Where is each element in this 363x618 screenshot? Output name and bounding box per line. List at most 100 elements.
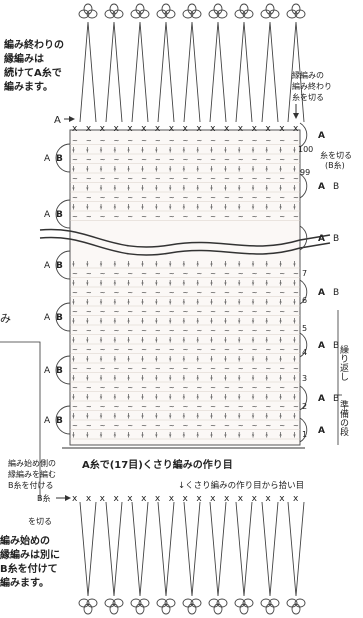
stitch-mark: ɫ [224, 166, 227, 174]
turn-arc [299, 385, 308, 411]
edging-spike [105, 501, 123, 597]
stitch-mark: ɫ [224, 394, 227, 402]
stitch-mark: ɫ [238, 318, 241, 326]
yarn-a-label: A [318, 288, 325, 298]
stitch-mark: ~ [127, 384, 133, 392]
stitch-mark: ɫ [196, 261, 199, 269]
stitch-mark: ~ [86, 175, 92, 183]
stitch-mark: ~ [113, 403, 119, 411]
stitch-mark: ɫ [72, 299, 75, 307]
top-x-mark: x [252, 124, 258, 134]
stitch-mark: ɫ [86, 432, 89, 440]
stitch-mark: ɫ [238, 432, 241, 440]
stitch-mark: ~ [113, 289, 119, 297]
stitch-mark: ~ [224, 213, 230, 221]
stitch-mark: ~ [196, 327, 202, 335]
row-100-label: 100 [298, 145, 313, 154]
stitch-mark: ~ [169, 327, 175, 335]
stitch-mark: ~ [141, 156, 147, 164]
stitch-mark: ~ [293, 156, 299, 164]
stitch-mark: ~ [86, 137, 92, 145]
stitch-mark: ɫ [113, 413, 116, 421]
svg-text:編み終わりの: 編み終わりの [4, 38, 64, 51]
stitch-mark: ɫ [100, 318, 103, 326]
svg-text:編み終わり: 編み終わり [292, 81, 332, 91]
stitch-mark: ɫ [86, 280, 89, 288]
stitch-mark: ~ [72, 289, 78, 297]
stitch-mark: ɫ [279, 375, 282, 383]
stitch-mark: ɫ [155, 166, 158, 174]
stitch-mark: ɫ [169, 204, 172, 212]
bottom-x-mark: x [86, 494, 92, 504]
row-number: 1 [302, 430, 307, 439]
row-number: 3 [302, 374, 307, 383]
stitch-mark: ɫ [210, 413, 213, 421]
stitch-mark: ɫ [169, 261, 172, 269]
stitch-mark: ɫ [210, 337, 213, 345]
stitch-mark: ~ [183, 137, 189, 145]
stitch-mark: ~ [183, 156, 189, 164]
stitch-mark: ɫ [155, 375, 158, 383]
stitch-mark: ~ [86, 308, 92, 316]
stitch-mark: ~ [293, 308, 299, 316]
stitch-mark: ~ [196, 175, 202, 183]
top-x-mark: x [224, 124, 230, 134]
stitch-mark: ~ [72, 403, 78, 411]
stitch-mark: ~ [72, 213, 78, 221]
svg-text:続けてA糸で: 続けてA糸で [4, 66, 62, 79]
stitch-mark: ~ [127, 289, 133, 297]
stitch-mark: ~ [155, 156, 161, 164]
edging-spike [79, 21, 97, 123]
stitch-mark: ~ [279, 365, 285, 373]
stitch-mark: ~ [293, 137, 299, 145]
stitch-mark: ~ [238, 365, 244, 373]
stitch-mark: ~ [169, 308, 175, 316]
stitch-mark: ɫ [279, 147, 282, 155]
stitch-mark: ~ [183, 365, 189, 373]
stitch-mark: ɫ [279, 204, 282, 212]
stitch-mark: ~ [196, 308, 202, 316]
stitch-mark: ~ [183, 194, 189, 202]
stitch-mark: ~ [265, 403, 271, 411]
stitch-mark: ɫ [113, 318, 116, 326]
stitch-mark: ~ [113, 384, 119, 392]
stitch-mark: ɫ [279, 318, 282, 326]
turn-arc [55, 302, 71, 332]
stitch-mark: ɫ [169, 318, 172, 326]
stitch-mark: ɫ [265, 204, 268, 212]
stitch-mark: ~ [127, 175, 133, 183]
stitch-mark: ~ [86, 289, 92, 297]
top-x-mark: x [141, 124, 147, 134]
stitch-mark: ɫ [100, 261, 103, 269]
stitch-mark: ɫ [293, 337, 296, 345]
stitch-mark: ɫ [279, 299, 282, 307]
stitch-mark: ɫ [113, 432, 116, 440]
stitch-mark: ɫ [113, 299, 116, 307]
row-99-label: 99 [300, 168, 310, 177]
row-number: 6 [302, 296, 307, 305]
bottom-edging [78, 501, 306, 615]
yarn-b-label: B [56, 154, 63, 164]
stitch-mark: ~ [196, 194, 202, 202]
stitch-mark: ɫ [183, 166, 186, 174]
stitch-mark: ɫ [141, 356, 144, 364]
stitch-mark: ~ [141, 308, 147, 316]
turn-arc [299, 332, 308, 358]
top-edging [78, 3, 306, 123]
stitch-mark: ɫ [100, 356, 103, 364]
stitch-mark: ~ [196, 346, 202, 354]
svg-text:糸を切る: 糸を切る [292, 92, 324, 102]
stitch-mark: ɫ [252, 204, 255, 212]
stitch-mark: ~ [127, 156, 133, 164]
stitch-mark: ~ [72, 194, 78, 202]
stitch-mark: ɫ [127, 166, 130, 174]
stitch-mark: ɫ [265, 413, 268, 421]
stitch-mark: ɫ [169, 337, 172, 345]
edging-spike [183, 21, 201, 123]
stitch-mark: ɫ [210, 375, 213, 383]
stitch-mark: ɫ [224, 261, 227, 269]
stitch-mark: ɫ [155, 432, 158, 440]
